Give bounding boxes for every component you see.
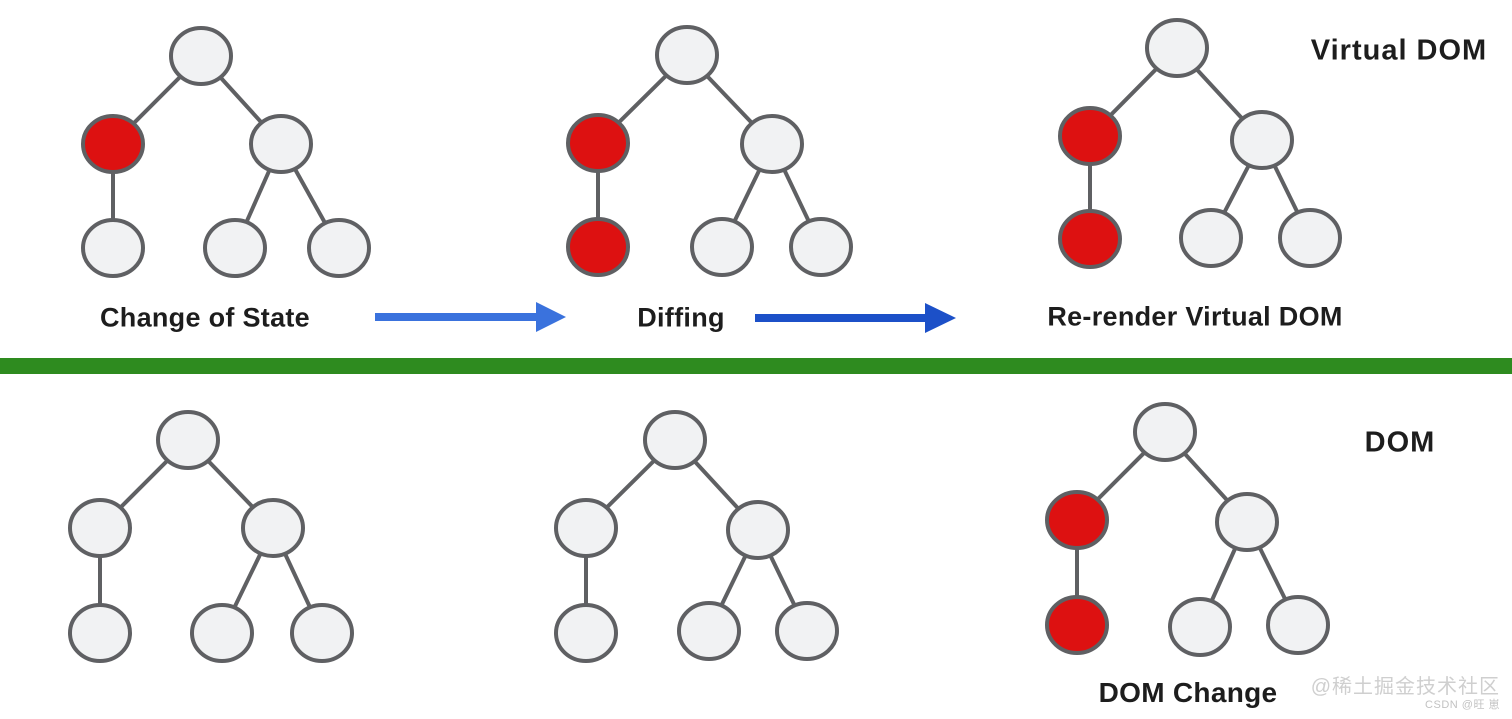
tree-node bbox=[169, 26, 233, 86]
tree-node bbox=[1230, 110, 1294, 170]
tree-node-changed bbox=[566, 113, 630, 173]
label-change-of-state: Change of State bbox=[99, 302, 311, 333]
tree-node bbox=[1179, 208, 1243, 268]
tree-node bbox=[156, 410, 220, 470]
tree-node bbox=[1145, 18, 1209, 78]
tree-change-of-state bbox=[81, 26, 371, 278]
tree-node bbox=[249, 114, 313, 174]
watermark-csdn-user: CSDN @旺 崽 bbox=[1425, 699, 1500, 711]
tree-node-changed bbox=[1045, 595, 1109, 655]
tree-node bbox=[1133, 402, 1197, 462]
tree-node bbox=[789, 217, 853, 277]
tree-dom-change bbox=[1045, 402, 1330, 657]
tree-node bbox=[1215, 492, 1279, 552]
tree-node bbox=[68, 603, 132, 663]
tree-node bbox=[290, 603, 354, 663]
tree-rerender-virtual-dom bbox=[1058, 18, 1342, 269]
green-divider bbox=[0, 358, 1512, 374]
label-dom: DOM bbox=[1364, 426, 1436, 459]
tree-node-changed bbox=[566, 217, 630, 277]
arrow-head-icon bbox=[925, 303, 956, 333]
label-rerender-virtual-dom: Re-render Virtual DOM bbox=[1047, 301, 1343, 332]
label-virtual-dom: Virtual DOM bbox=[1310, 34, 1488, 67]
tree-diffing bbox=[566, 25, 853, 277]
tree-node bbox=[554, 603, 618, 663]
watermark-community: @稀土掘金技术社区 bbox=[1310, 676, 1500, 698]
tree-node bbox=[1266, 595, 1330, 655]
arrow-diffing-to-rerender bbox=[755, 303, 956, 333]
tree-node bbox=[241, 498, 305, 558]
tree-node bbox=[190, 603, 254, 663]
tree-node bbox=[307, 218, 371, 278]
tree-node-changed bbox=[1058, 209, 1122, 269]
watermark: @稀土掘金技术社区 CSDN @旺 崽 bbox=[1311, 676, 1500, 712]
tree-node bbox=[1278, 208, 1342, 268]
arrow-head-icon bbox=[536, 302, 566, 332]
label-diffing: Diffing bbox=[637, 302, 725, 333]
label-dom-change: DOM Change bbox=[1098, 677, 1278, 708]
tree-dom-left bbox=[68, 410, 354, 663]
tree-node bbox=[203, 218, 267, 278]
tree-node bbox=[726, 500, 790, 560]
tree-node bbox=[655, 25, 719, 85]
arrow-state-to-diffing bbox=[375, 302, 566, 332]
tree-node bbox=[68, 498, 132, 558]
tree-node bbox=[643, 410, 707, 470]
tree-node bbox=[81, 218, 145, 278]
tree-node bbox=[740, 114, 804, 174]
tree-node bbox=[554, 498, 618, 558]
tree-dom-middle bbox=[554, 410, 839, 663]
tree-node-changed bbox=[1058, 106, 1122, 166]
tree-node-changed bbox=[1045, 490, 1109, 550]
tree-node bbox=[677, 601, 741, 661]
tree-node bbox=[1168, 597, 1232, 657]
tree-node bbox=[690, 217, 754, 277]
tree-node bbox=[775, 601, 839, 661]
tree-node-changed bbox=[81, 114, 145, 174]
